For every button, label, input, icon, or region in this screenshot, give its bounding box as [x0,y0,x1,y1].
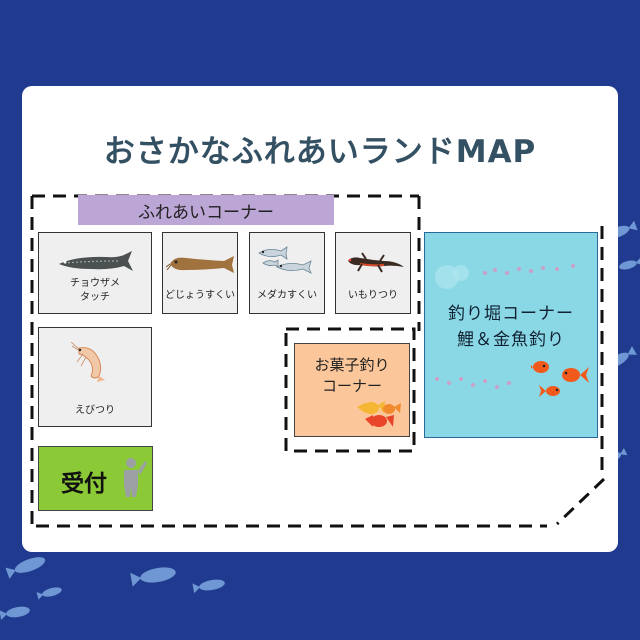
candy-icon [357,401,401,427]
reception-label: 受付 [61,471,107,497]
tile-medaka-scooping[interactable]: メダカすくい [249,232,325,314]
sturgeon-icon [59,251,133,271]
tile-label: えびつり [75,405,115,416]
tile-shrimp-fishing[interactable]: えびつり [38,327,152,427]
medaka-icon [258,246,312,274]
candy-fishing-corner[interactable]: お菓子釣り コーナー [294,343,410,437]
pond-label-line2: 鯉＆金魚釣り [457,330,565,350]
tile-label: いもりつり [347,290,399,301]
tile-label: チョウザメ [70,278,120,289]
tile-sturgeon-touch[interactable]: チョウザメ タッチ [38,232,152,314]
staff-person-icon [124,458,147,497]
page-title: おさかなふれあいランドMAP [103,134,537,170]
tile-label: メダカすくい [257,290,317,301]
fishing-pond-corner[interactable]: 釣り堀コーナー 鯉＆金魚釣り [424,232,598,438]
newt-icon [348,252,404,273]
map-card: おさかなふれあいランドMAP ふれあいコーナー チョウザメ タッチ どじょ [22,86,618,552]
shrimp-icon [70,341,105,382]
fureai-corner-banner: ふれあいコーナー [78,195,334,225]
tile-label: タッチ [80,292,110,303]
loach-icon [166,256,234,273]
reception-booth[interactable]: 受付 [38,446,153,511]
goldfish-icon [531,361,589,397]
tile-newt-fishing[interactable]: いもりつり [335,232,411,314]
tile-label: どじょうすくい [165,290,235,301]
tile-loach-scooping[interactable]: どじょうすくい [162,232,238,314]
candy-label-line1: お菓子釣り [314,356,390,374]
candy-label-line2: コーナー [321,377,382,395]
pond-label-line1: 釣り堀コーナー [448,304,574,324]
pond-bubbles-decoration [435,264,575,389]
